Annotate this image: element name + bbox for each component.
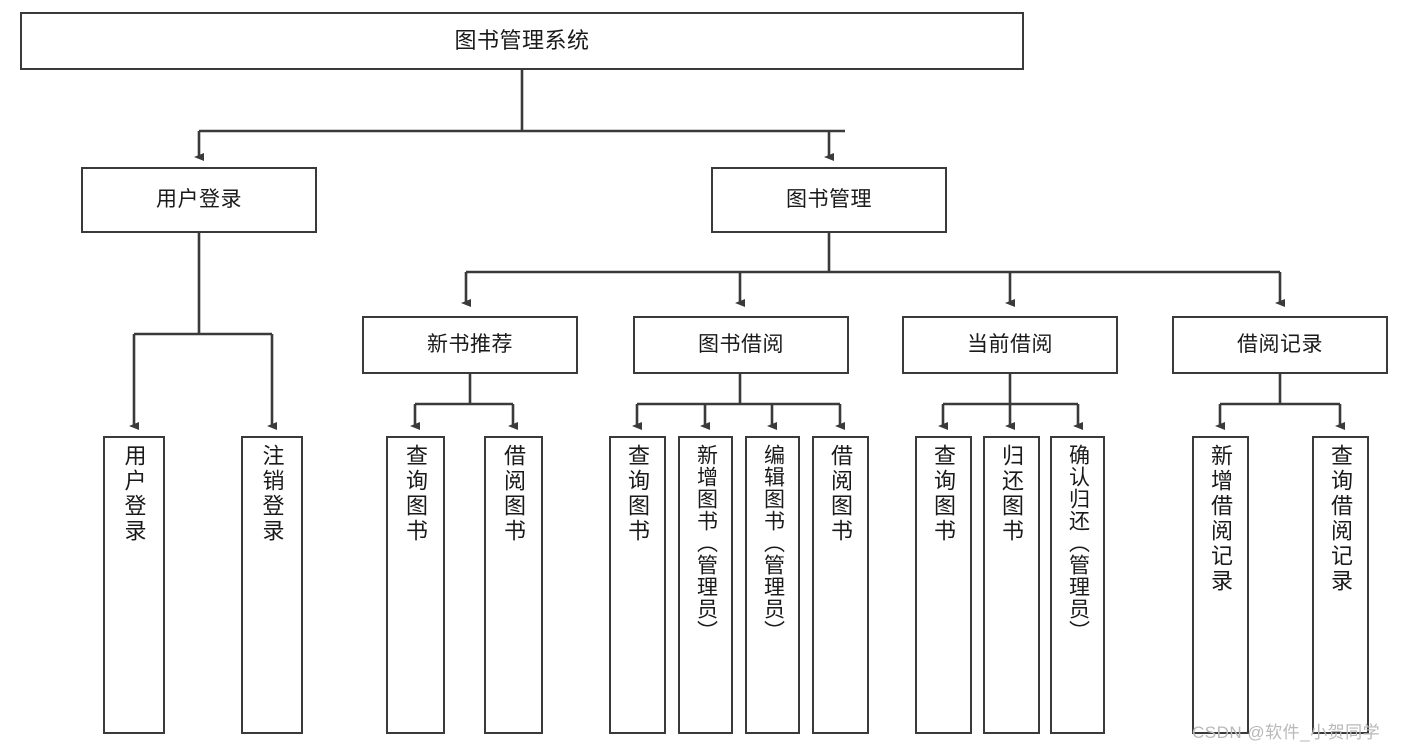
node-label: 归还图书	[999, 444, 1025, 544]
node-label: 查询图书	[931, 444, 957, 544]
leaf-user-login[interactable]: 用户登录	[103, 436, 165, 734]
csdn-watermark: CSDN @软件_小贺同学	[1192, 723, 1381, 742]
leaf-logout[interactable]: 注销登录	[241, 436, 303, 734]
node-label: 图书借阅	[698, 333, 784, 357]
node-label: 图书管理系统	[454, 27, 590, 53]
node-label: 借阅图书	[501, 444, 527, 544]
leaf-query-books-borrowing[interactable]: 查询图书	[609, 436, 666, 734]
leaf-return-books[interactable]: 归还图书	[983, 436, 1040, 734]
node-label: 图书管理	[786, 188, 872, 212]
node-book-management[interactable]: 图书管理	[711, 167, 947, 233]
node-label: 查询图书	[625, 444, 651, 544]
node-new-book-recommendation[interactable]: 新书推荐	[362, 316, 578, 374]
node-label: 编辑图书（管理员）	[761, 444, 785, 642]
leaf-borrow-books-borrowing[interactable]: 借阅图书	[812, 436, 869, 734]
leaf-query-borrowing-record[interactable]: 查询借阅记录	[1312, 436, 1369, 734]
leaf-edit-book-admin[interactable]: 编辑图书（管理员）	[745, 436, 800, 734]
node-label: 确认归还（管理员）	[1066, 444, 1090, 642]
node-label: 借阅记录	[1237, 333, 1323, 357]
node-label: 新增图书（管理员）	[694, 444, 718, 642]
node-label: 借阅图书	[828, 444, 854, 544]
node-label: 用户登录	[121, 444, 147, 544]
leaf-add-book-admin[interactable]: 新增图书（管理员）	[678, 436, 733, 734]
leaf-add-borrowing-record[interactable]: 新增借阅记录	[1192, 436, 1249, 734]
node-borrowing-records[interactable]: 借阅记录	[1172, 316, 1388, 374]
node-root-book-management-system[interactable]: 图书管理系统	[20, 12, 1024, 70]
node-user-login[interactable]: 用户登录	[81, 167, 317, 233]
leaf-query-books-current[interactable]: 查询图书	[915, 436, 972, 734]
leaf-confirm-return-admin[interactable]: 确认归还（管理员）	[1050, 436, 1105, 734]
node-label: 用户登录	[156, 188, 242, 212]
node-label: 新增借阅记录	[1208, 444, 1234, 594]
node-label: 新书推荐	[427, 333, 513, 357]
node-label: 当前借阅	[967, 333, 1053, 357]
leaf-query-books-new-recommendation[interactable]: 查询图书	[386, 436, 445, 734]
node-label: 查询借阅记录	[1328, 444, 1354, 594]
node-current-borrowing[interactable]: 当前借阅	[902, 316, 1118, 374]
leaf-borrow-books-new-recommendation[interactable]: 借阅图书	[484, 436, 543, 734]
node-label: 查询图书	[403, 444, 429, 544]
node-label: 注销登录	[259, 444, 285, 544]
node-book-borrowing[interactable]: 图书借阅	[633, 316, 849, 374]
